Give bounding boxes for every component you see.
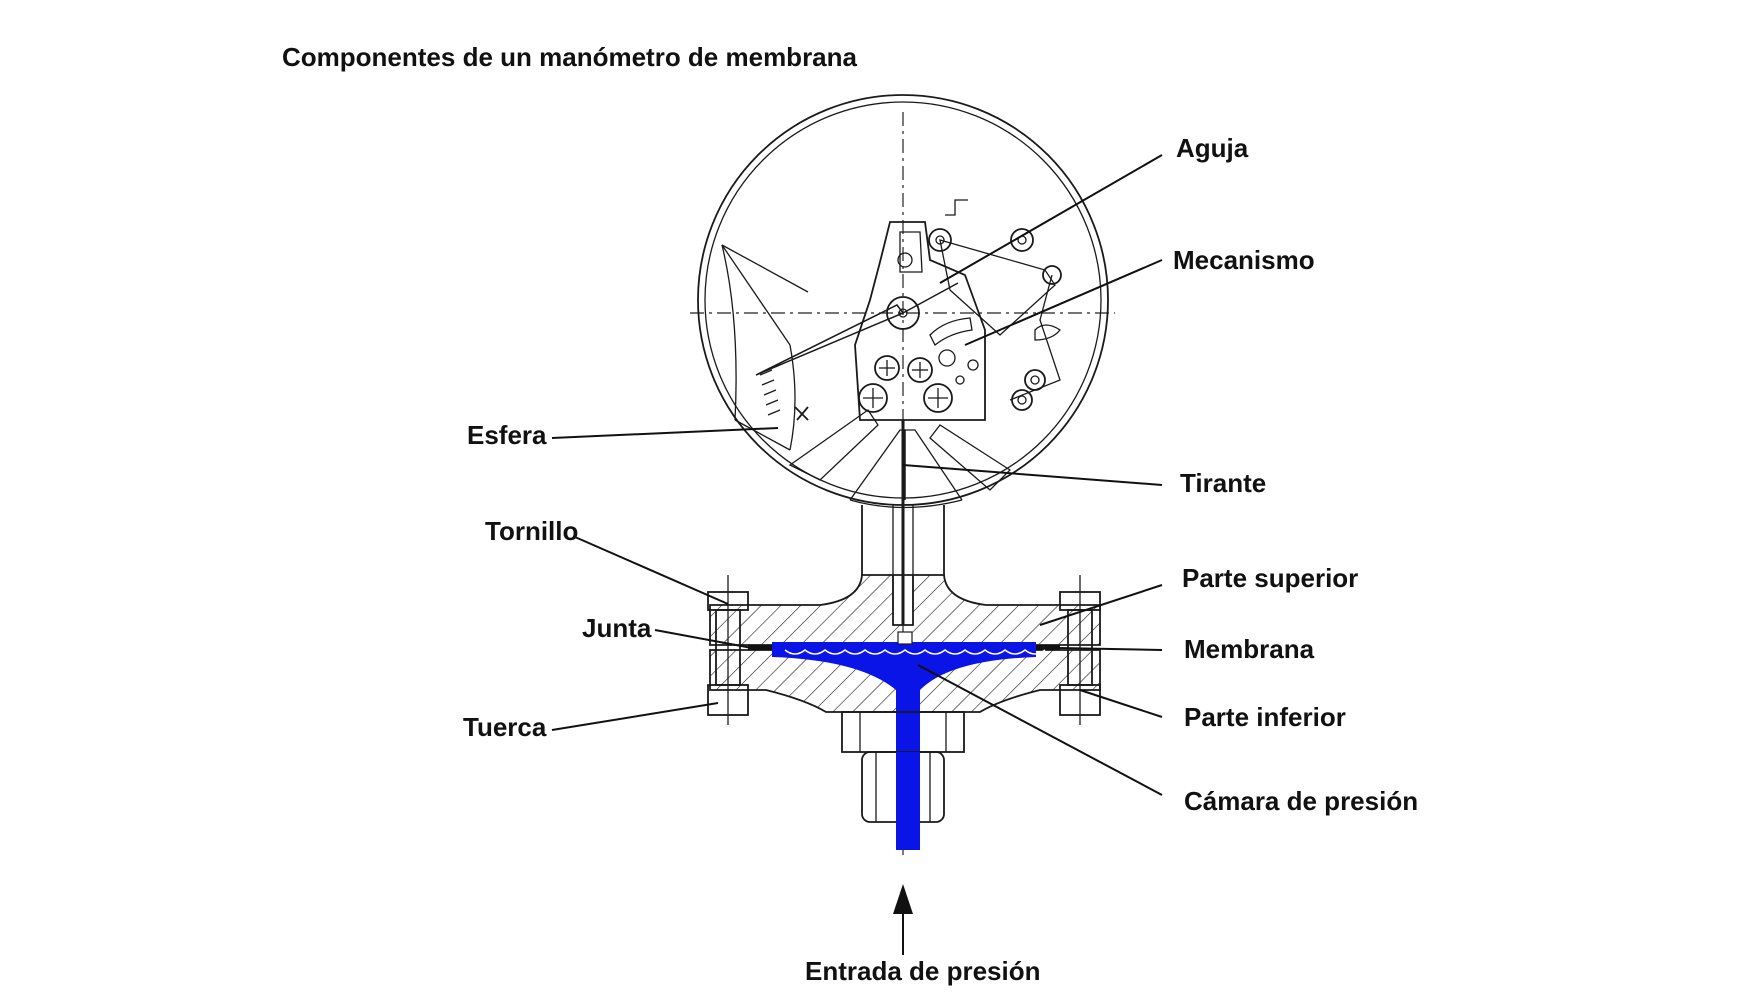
leader-lines (551, 154, 1163, 796)
needle (755, 282, 959, 376)
label-membrana: Membrana (1184, 634, 1315, 664)
page-title: Componentes de un manómetro de membrana (282, 42, 858, 72)
label-tuerca: Tuerca (463, 712, 547, 742)
label-entrada: Entrada de presión (805, 956, 1041, 986)
label-camara: Cámara de presión (1184, 786, 1418, 816)
movement-mechanism (854, 199, 1062, 421)
pressure-inlet-arrow (893, 884, 913, 955)
upper-housing (709, 574, 1101, 646)
gasket-right (1036, 645, 1060, 650)
gauge-drawing (690, 94, 1115, 955)
pressure-fitting (841, 711, 965, 850)
label-tornillo: Tornillo (485, 516, 578, 546)
gasket-left (748, 645, 772, 650)
membrane-corrugation (784, 649, 1046, 655)
label-tirante: Tirante (1180, 468, 1266, 498)
label-aguja: Aguja (1176, 133, 1249, 163)
label-mecanismo: Mecanismo (1173, 245, 1315, 275)
pressure-chamber (772, 631, 1046, 850)
part-labels: Aguja Mecanismo Esfera Tirante Tornillo … (463, 133, 1418, 986)
label-parte-superior: Parte superior (1182, 563, 1358, 593)
label-parte-inferior: Parte inferior (1184, 702, 1346, 732)
label-esfera: Esfera (467, 420, 547, 450)
bolts (707, 575, 1101, 725)
label-junta: Junta (582, 613, 652, 643)
